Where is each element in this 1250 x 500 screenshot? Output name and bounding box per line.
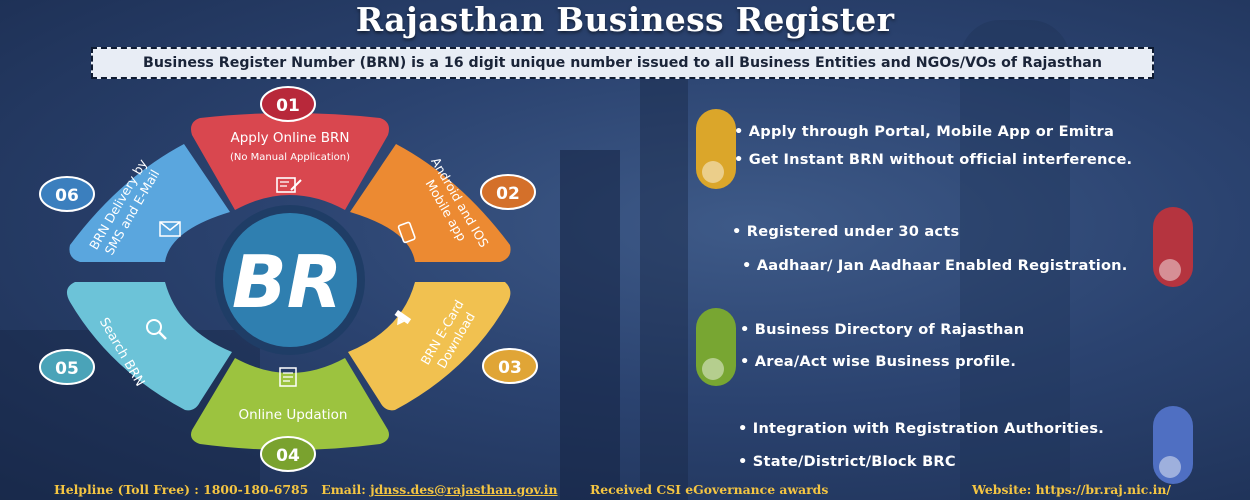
ribbon-registered: • Registered under 30 acts • Aadhaar/ Ja… xyxy=(694,207,1193,287)
ribbon-line: • Business Directory of Rajasthan xyxy=(740,321,1025,338)
svg-text:03: 03 xyxy=(498,358,522,378)
wheel-center-disc xyxy=(223,213,357,347)
page-title: Rajasthan Business Register xyxy=(355,0,895,39)
segment-apply-online[interactable]: Apply Online BRN (No Manual Application) xyxy=(191,113,389,210)
email-link[interactable]: jdnss.des@rajasthan.gov.in xyxy=(370,482,558,497)
background-cooling-tower xyxy=(960,20,1070,500)
svg-text:02: 02 xyxy=(496,184,520,204)
wheel-center-logo: BR xyxy=(232,240,342,324)
ribbon-line: • Aadhaar/ Jan Aadhaar Enabled Registrat… xyxy=(742,257,1128,274)
footer-website-link[interactable]: Website: https://br.raj.nic.in/ xyxy=(972,482,1171,497)
ribbon-roll xyxy=(1153,406,1193,484)
mobile-phone-icon xyxy=(397,221,416,244)
ribbon-line: • State/District/Block BRC xyxy=(738,453,956,470)
ribbon-roll xyxy=(696,308,736,386)
background-tower xyxy=(640,60,688,500)
brn-description-banner: Business Register Number (BRN) is a 16 d… xyxy=(91,47,1154,79)
ribbon-line: • Get Instant BRN without official inter… xyxy=(734,151,1133,168)
segment-shape xyxy=(66,282,232,411)
search-icon xyxy=(146,319,167,340)
background-tower xyxy=(560,150,620,500)
badge-05: 05 xyxy=(39,349,95,385)
mail-icon xyxy=(159,221,181,237)
ribbon-apply: • Apply through Portal, Mobile App or Em… xyxy=(696,109,1192,189)
form-edit-icon xyxy=(276,177,302,193)
services-wheel: Apply Online BRN (No Manual Application)… xyxy=(39,86,538,472)
ribbon-roll xyxy=(696,109,736,189)
segment-title: Online Updation xyxy=(239,407,348,423)
badge-06: 06 xyxy=(39,176,95,212)
segment-online-updation[interactable]: Online Updation xyxy=(191,358,389,450)
ribbon-directory: • Business Directory of Rajasthan • Area… xyxy=(696,308,1192,386)
ribbon-roll xyxy=(1153,207,1193,287)
segment-shape xyxy=(191,358,389,450)
segment-shape xyxy=(350,144,511,262)
segment-note: (No Manual Application) xyxy=(230,152,350,163)
badge-02: 02 xyxy=(480,174,536,210)
svg-text:05: 05 xyxy=(55,359,79,379)
segment-shape xyxy=(191,113,389,210)
ribbon-line: • Apply through Portal, Mobile App or Em… xyxy=(734,123,1115,140)
ribbon-line: • Registered under 30 acts xyxy=(732,223,960,240)
segment-shape xyxy=(69,144,230,262)
segment-search-brn[interactable]: Search BRN xyxy=(66,282,232,411)
download-icon xyxy=(394,310,412,326)
segment-brn-delivery[interactable]: BRN Delivery by SMS and E-Mail xyxy=(69,144,230,262)
badge-03: 03 xyxy=(482,348,538,384)
segment-title: Apply Online BRN xyxy=(231,130,350,146)
svg-text:06: 06 xyxy=(55,186,79,206)
ribbon-line: • Integration with Registration Authorit… xyxy=(738,420,1104,437)
segment-shape xyxy=(348,282,511,411)
footer-helpline: Helpline (Toll Free) : 1800-180-6785 Ema… xyxy=(54,482,558,497)
ribbon-integration: • Integration with Registration Authorit… xyxy=(694,406,1193,484)
email-label: Email: xyxy=(321,482,366,497)
badge-01: 01 xyxy=(260,86,316,122)
segment-ecard-download[interactable]: BRN E-Card Download xyxy=(348,282,511,411)
footer-award: Received CSI eGovernance awards xyxy=(590,482,829,497)
ribbon-line: • Area/Act wise Business profile. xyxy=(740,353,1017,370)
helpline-text: Helpline (Toll Free) : 1800-180-6785 xyxy=(54,482,309,497)
svg-text:01: 01 xyxy=(276,96,300,116)
svg-text:04: 04 xyxy=(276,446,300,466)
badge-04: 04 xyxy=(260,436,316,472)
update-document-icon xyxy=(279,367,297,387)
